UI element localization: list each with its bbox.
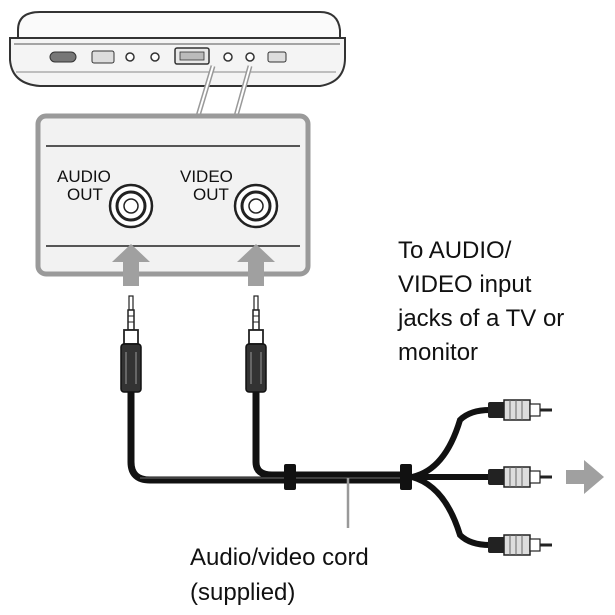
- portable-player: [9, 11, 346, 87]
- rca-plug-bottom: [488, 534, 552, 556]
- device-video-jack: [245, 52, 255, 62]
- small-jack-1: [125, 52, 135, 62]
- direction-arrow-icon: [566, 460, 604, 494]
- cable-clip-left: [284, 464, 296, 490]
- power-switch: [49, 51, 77, 63]
- video-out-label-line2: OUT: [193, 185, 229, 204]
- device-audio-jack: [223, 52, 233, 62]
- cord-callout: Audio/video cord (supplied): [190, 544, 369, 606]
- cable-clip-right: [400, 464, 412, 490]
- destination-callout: To AUDIO/ VIDEO input jacks of a TV or m…: [397, 237, 564, 366]
- rca-plug-top: [488, 399, 552, 421]
- destination-line1: To AUDIO/: [398, 237, 512, 264]
- video-mini-plug: [245, 295, 267, 393]
- audio-out-label-line1: AUDIO: [57, 167, 111, 186]
- cord-label-line1: Audio/video cord: [190, 544, 369, 571]
- audio-mini-plug: [120, 295, 142, 393]
- player-top-lid: [17, 11, 341, 39]
- jack-callout-panel: AUDIO OUT VIDEO OUT: [35, 113, 311, 277]
- video-out-label-line1: VIDEO: [180, 167, 233, 186]
- insert-arrow-icon: [112, 244, 150, 286]
- small-switch: [267, 51, 287, 63]
- small-jack-2: [150, 52, 160, 62]
- rca-plug-middle: [488, 466, 552, 488]
- audio-out-label-line2: OUT: [67, 185, 103, 204]
- destination-line2: VIDEO input: [398, 271, 532, 298]
- audio-video-cord: [127, 392, 491, 548]
- video-out-jack: [233, 183, 279, 229]
- insert-arrow-icon: [237, 244, 275, 286]
- destination-line4: monitor: [398, 339, 478, 366]
- phones-jack-block: [91, 50, 115, 64]
- destination-line3: jacks of a TV or: [397, 305, 564, 332]
- cord-label-line2: (supplied): [190, 579, 295, 606]
- audio-out-jack: [108, 183, 154, 229]
